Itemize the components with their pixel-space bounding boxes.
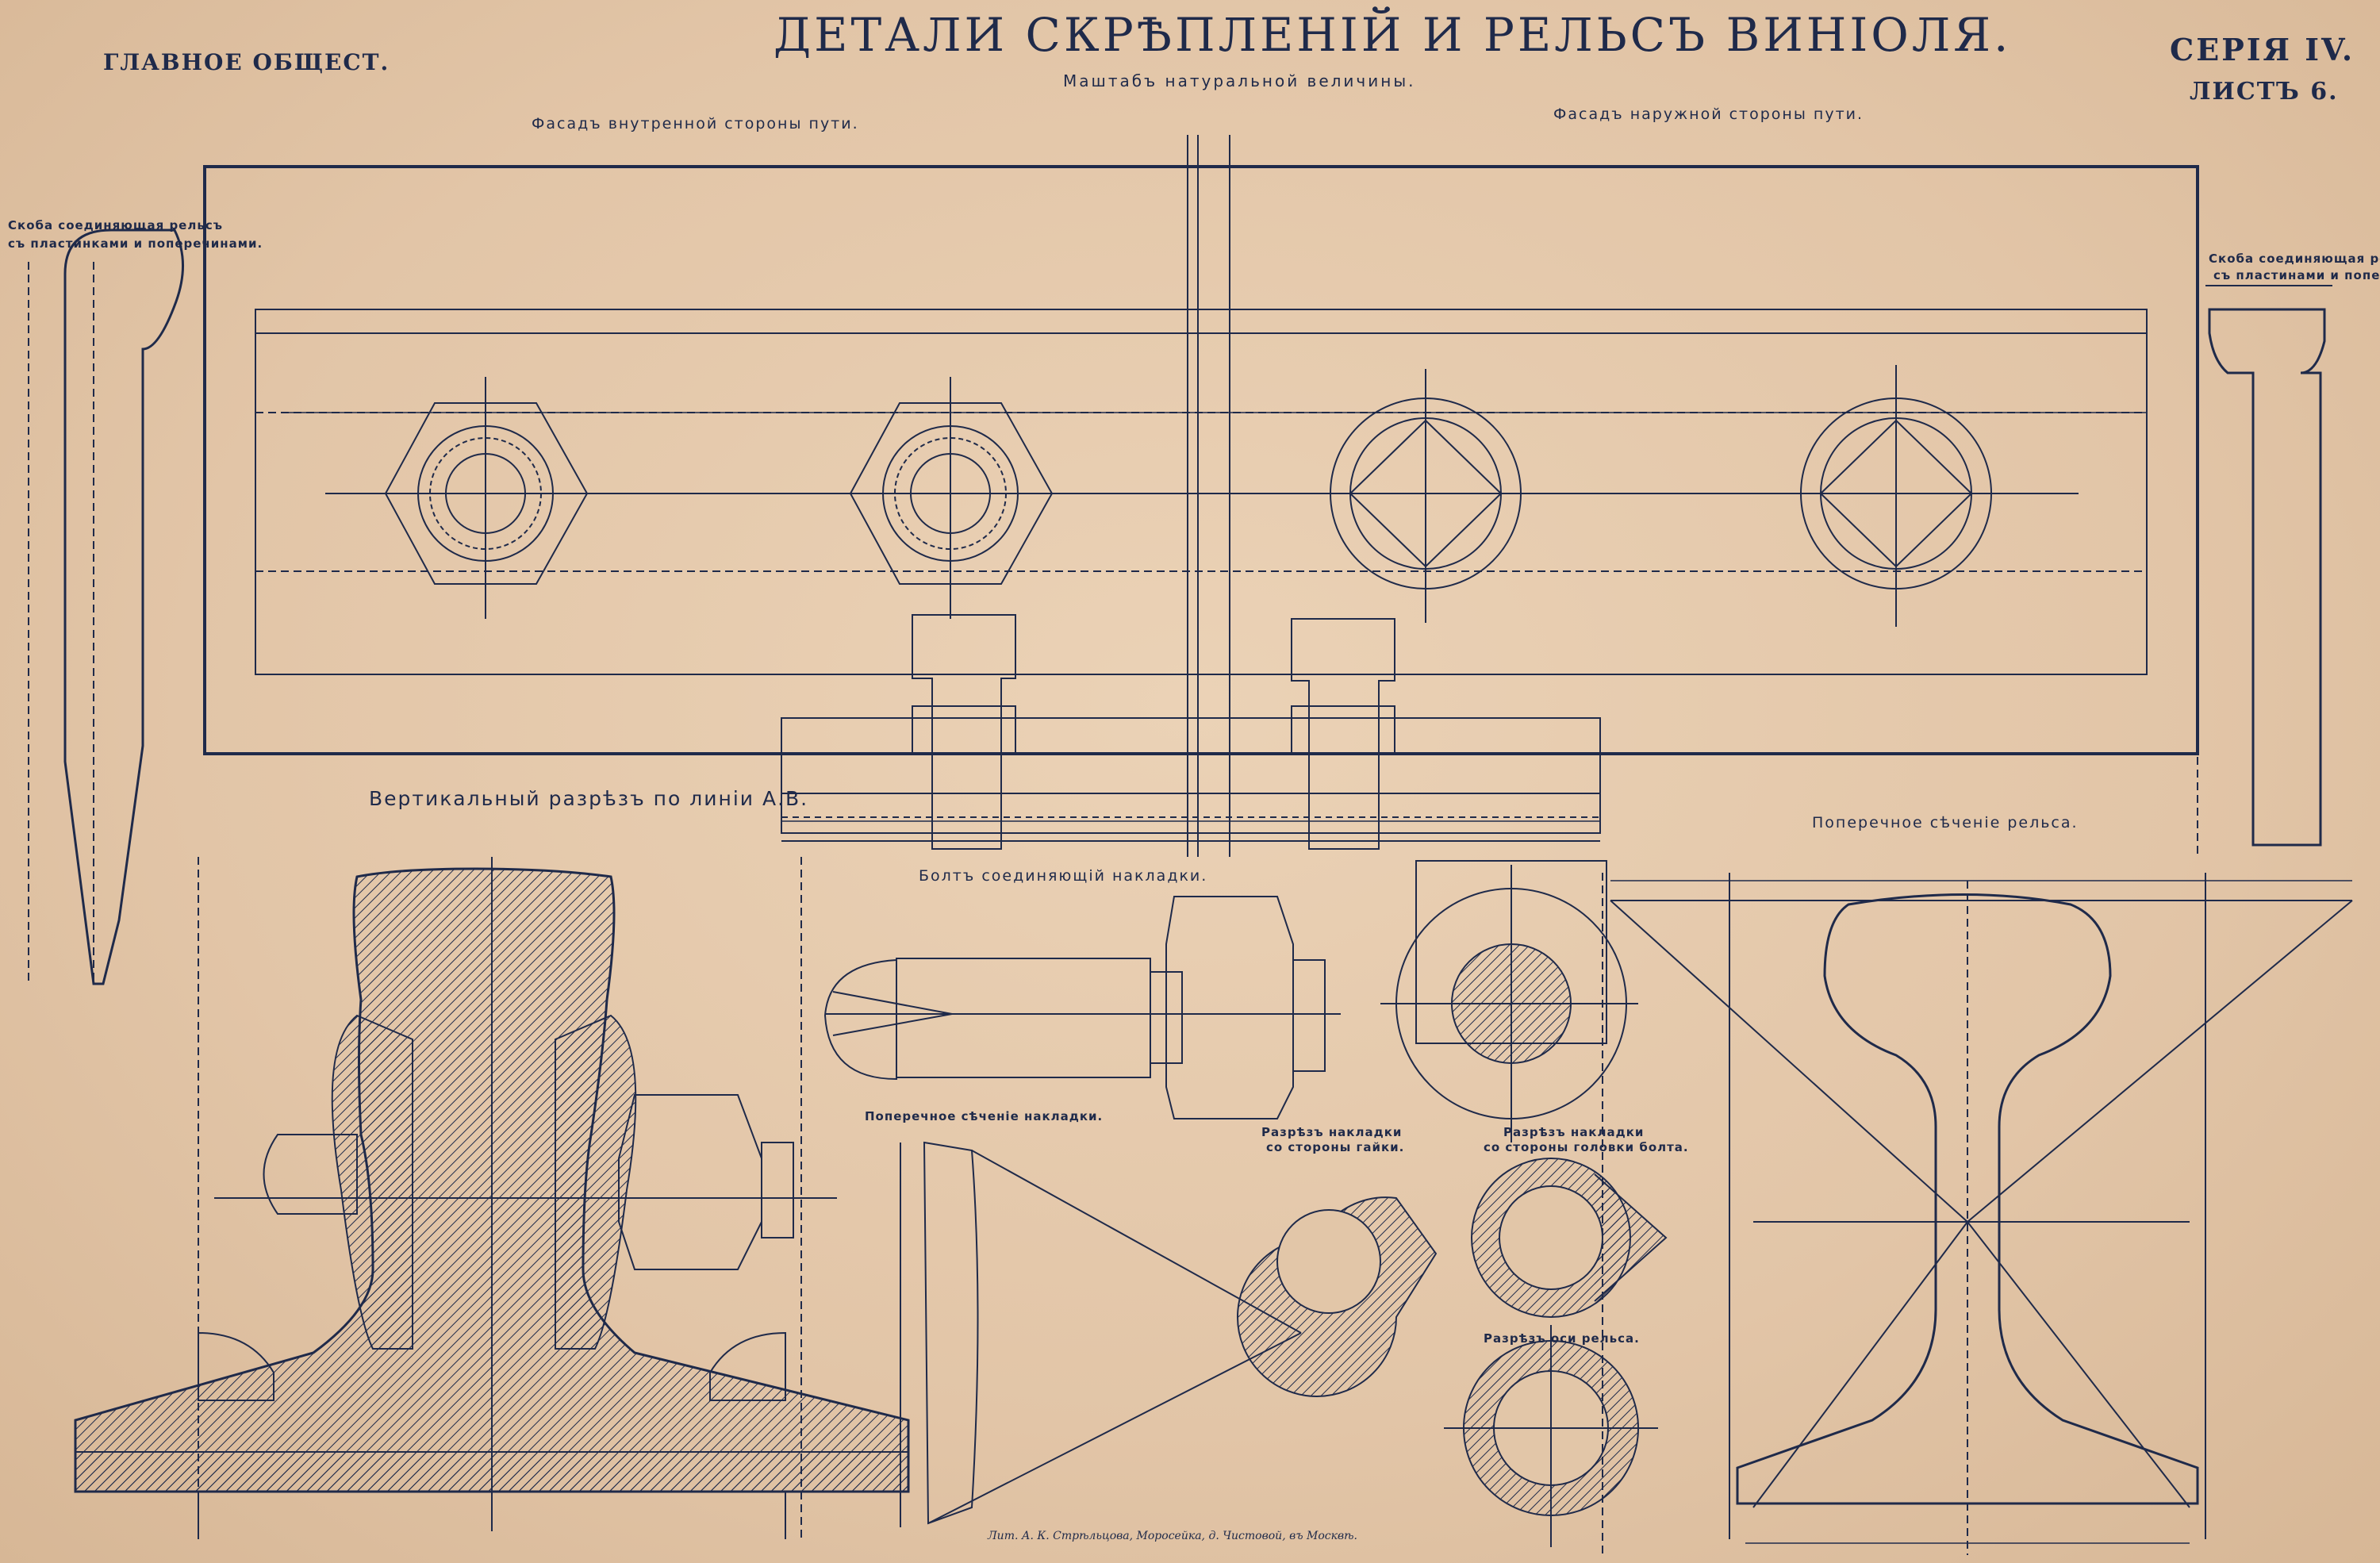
facade-bolt-head-2 bbox=[1800, 365, 1992, 627]
bolt-label: Болтъ соединяющій накладки. bbox=[919, 867, 1208, 885]
printer-imprint: Лит. А. К. Стрѣльцова, Моросейка, д. Чис… bbox=[988, 1530, 1357, 1542]
section-nut-side-drawing bbox=[1237, 1196, 1438, 1397]
right-clamp-drawing bbox=[2197, 262, 2332, 857]
dimension-lines bbox=[286, 412, 2352, 1544]
section-nut-side-label-line-1: Разрѣзъ накладки bbox=[1261, 1125, 1403, 1139]
facade-nut-2 bbox=[849, 377, 1054, 619]
company-label: ГЛАВНОЕ ОБЩЕСТ. bbox=[103, 49, 390, 75]
rail-axis-section-label: Разрѣзъ оси рельса. bbox=[1484, 1331, 1640, 1346]
vertical-section-drawing bbox=[74, 857, 910, 1539]
right-clamp-label-line-2: съ пластинами и поперечин. bbox=[2213, 268, 2380, 282]
scale-note: Маштабъ натуральной величины. bbox=[1063, 71, 1416, 90]
facade-lower-bolt-2 bbox=[1291, 618, 1395, 850]
rail-cross-section-label: Поперечное сѣченіе рельса. bbox=[1812, 814, 2079, 831]
series-label: СЕРІЯ IV. bbox=[2170, 32, 2355, 67]
splice-cross-section-drawing bbox=[900, 1141, 1302, 1527]
left-clamp-label-line-1: Скоба соединяющая рельсъ bbox=[8, 218, 223, 232]
splice-cross-section-label: Поперечное сѣченіе накладки. bbox=[865, 1109, 1104, 1123]
inner-facade-label: Фасадъ внутренной стороны пути. bbox=[532, 115, 859, 132]
section-circle-top bbox=[1380, 860, 1638, 1142]
sheet-number: ЛИСТЪ 6. bbox=[2190, 78, 2339, 106]
drawing-title: ДЕТАЛИ СКРѢПЛЕНІЙ И РЕЛЬСЪ ВИНІОЛЯ. bbox=[774, 8, 2012, 62]
rail-cross-section-drawing bbox=[1602, 873, 2353, 1555]
facade-nut-1 bbox=[384, 377, 589, 619]
section-bolt-head-drawing bbox=[1471, 1158, 1668, 1318]
facade-lower-bolt-1 bbox=[912, 614, 1016, 850]
right-clamp-label-line-1: Скоба соединяющая рельсъ bbox=[2209, 252, 2380, 266]
bolt-drawing bbox=[823, 896, 1341, 1119]
rail-axis-section-drawing bbox=[1444, 1325, 1658, 1547]
facade-bolt-head-1 bbox=[1330, 369, 1522, 623]
facade-drawing bbox=[203, 135, 2199, 857]
outer-facade-label: Фасадъ наружной стороны пути. bbox=[1553, 106, 1864, 123]
left-clamp-drawing bbox=[28, 228, 184, 985]
left-clamp-label-line-2: съ пластинками и поперечинами. bbox=[8, 236, 263, 251]
section-nut-side-label-line-2: со стороны гайки. bbox=[1266, 1140, 1405, 1154]
vertical-section-label: Вертикальный разрѣзъ по линіи А.В. bbox=[369, 787, 809, 810]
section-bolt-head-label-line-2: со стороны головки болта. bbox=[1484, 1140, 1689, 1154]
section-bolt-head-label-line-1: Разрѣзъ накладки bbox=[1503, 1125, 1645, 1139]
